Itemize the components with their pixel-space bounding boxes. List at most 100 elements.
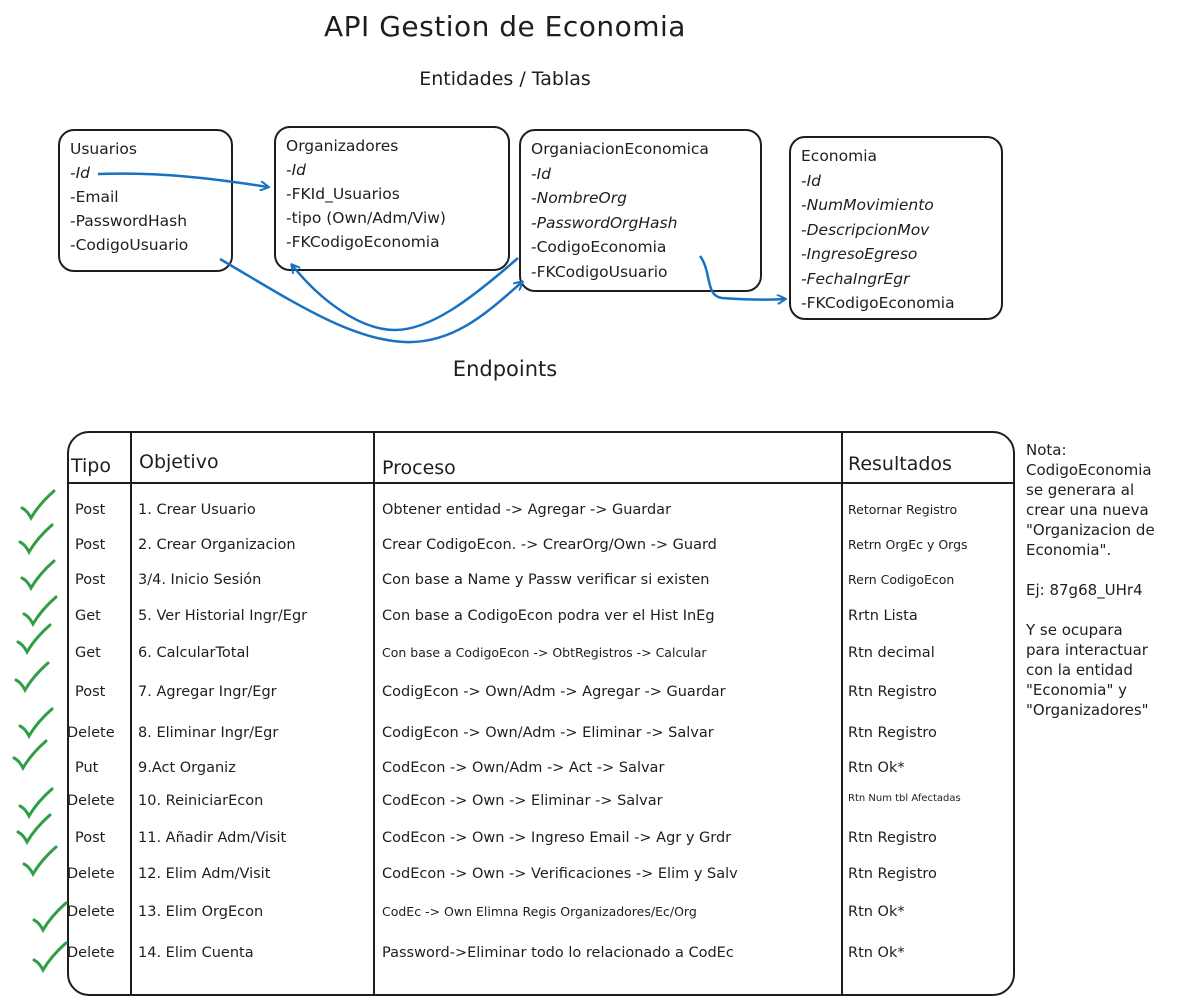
row-tipo: Delete — [67, 945, 115, 961]
entity-field: -NumMovimiento — [801, 196, 934, 214]
column-divider — [841, 431, 843, 994]
row-objetivo: 10. ReiniciarEcon — [138, 793, 264, 809]
entity-name: Usuarios — [70, 140, 137, 158]
row-resultado: Rrtn Lista — [848, 608, 918, 624]
row-objetivo: 1. Crear Usuario — [138, 502, 256, 518]
row-tipo: Delete — [67, 725, 115, 741]
checkmark-icon — [18, 523, 54, 556]
checkmark-icon — [18, 787, 54, 820]
row-objetivo: 13. Elim OrgEcon — [138, 904, 264, 920]
row-objetivo: 6. CalcularTotal — [138, 645, 250, 661]
entity-organiacion-economica[interactable]: OrganiacionEconomica -Id -NombreOrg -Pas… — [519, 129, 762, 292]
endpoints-table — [67, 431, 1015, 996]
row-proceso: CodEcon -> Own -> Verificaciones -> Elim… — [382, 866, 738, 882]
entity-field: -FKCodigoUsuario — [531, 262, 668, 281]
entity-name: OrganiacionEconomica — [531, 140, 709, 158]
row-tipo: Delete — [67, 793, 115, 809]
entity-field: -Id — [286, 161, 307, 179]
row-tipo: Post — [75, 537, 106, 553]
note-line: Nota: — [1026, 441, 1067, 459]
row-objetivo: 5. Ver Historial Ingr/Egr — [138, 608, 308, 624]
arrow-codigousuario-to-organiacion — [219, 257, 522, 344]
row-resultado: Rern CodigoEcon — [848, 572, 955, 587]
checkmark-icon — [20, 489, 56, 522]
column-divider — [373, 431, 375, 996]
checkmark-icon — [18, 707, 54, 740]
row-resultado: Rtn Ok* — [848, 945, 905, 961]
row-objetivo: 3/4. Inicio Sesión — [138, 572, 262, 588]
row-proceso: CodEcon -> Own -> Eliminar -> Salvar — [382, 793, 663, 809]
note-line: "Economia" y — [1026, 681, 1128, 699]
note-line: se generara al — [1026, 481, 1135, 499]
row-resultado: Rtn Registro — [848, 830, 937, 846]
note-line: "Organizadores" — [1026, 701, 1149, 719]
entity-field: -FKCodigoEconomia — [801, 294, 955, 312]
row-proceso: Crear CodigoEcon. -> CrearOrg/Own -> Gua… — [382, 537, 717, 553]
row-objetivo: 12. Elim Adm/Visit — [138, 866, 271, 882]
row-resultado: Retornar Registro — [848, 502, 958, 517]
checkmark-icon — [32, 901, 68, 934]
row-objetivo: 8. Eliminar Ingr/Egr — [138, 725, 279, 741]
checkmark-icon — [14, 661, 50, 694]
row-proceso: Password->Eliminar todo lo relacionado a… — [382, 945, 734, 961]
checkmark-icon — [32, 941, 68, 974]
entity-field: -Id — [70, 164, 91, 182]
entity-usuarios[interactable]: Usuarios -Id -Email -PasswordHash -Codig… — [58, 129, 233, 272]
header-proceso: Proceso — [382, 457, 456, 479]
entity-economia[interactable]: Economia -Id -NumMovimiento -Descripcion… — [789, 136, 1003, 320]
header-resultados: Resultados — [848, 453, 952, 475]
row-objetivo: 11. Añadir Adm/Visit — [138, 830, 287, 846]
row-resultado: Rtn Registro — [848, 684, 937, 700]
side-note: Nota: CodigoEconomia se generara al crea… — [1026, 440, 1191, 720]
row-tipo: Put — [75, 760, 99, 776]
row-proceso: Con base a Name y Passw verificar si exi… — [382, 572, 710, 588]
row-proceso: CodigEcon -> Own/Adm -> Agregar -> Guard… — [382, 684, 726, 700]
checkmark-icon — [16, 813, 52, 846]
note-line: CodigoEconomia — [1026, 461, 1152, 479]
entity-name: Economia — [801, 147, 878, 165]
entity-field: -FKCodigoEconomia — [286, 233, 440, 251]
row-tipo: Delete — [67, 904, 115, 920]
row-proceso: CodEc -> Own Elimna Regis Organizadores/… — [382, 904, 697, 919]
row-resultado: Rtn decimal — [848, 645, 935, 661]
row-objetivo: 9.Act Organiz — [138, 760, 236, 776]
row-resultado: Rtn Registro — [848, 725, 937, 741]
note-line — [1026, 560, 1191, 580]
header-tipo: Tipo — [71, 455, 111, 477]
note-line: "Organizacion de — [1026, 521, 1155, 539]
entity-organizadores[interactable]: Organizadores -Id -FKId_Usuarios -tipo (… — [274, 126, 510, 271]
entity-field: -PasswordOrgHash — [531, 213, 678, 232]
row-tipo: Post — [75, 830, 106, 846]
row-tipo: Get — [75, 645, 101, 661]
entity-field: -tipo (Own/Adm/Viw) — [286, 209, 446, 227]
entity-field: -Id — [531, 164, 552, 183]
row-resultado: Rtn Registro — [848, 866, 937, 882]
entity-field: -PasswordHash — [70, 212, 188, 230]
header-objetivo: Objetivo — [139, 451, 219, 473]
row-tipo: Delete — [67, 866, 115, 882]
note-line: con la entidad — [1026, 661, 1133, 679]
checkmark-icon — [20, 559, 56, 592]
entity-field: -NombreOrg — [531, 189, 627, 207]
entity-field: -IngresoEgreso — [801, 245, 918, 263]
entities-subtitle: Entidades / Tablas — [419, 68, 591, 90]
row-resultado: Rtn Num tbl Afectadas — [848, 793, 961, 804]
note-line: Y se ocupara — [1026, 621, 1123, 639]
row-resultado: Rtn Ok* — [848, 760, 905, 776]
row-objetivo: 14. Elim Cuenta — [138, 945, 254, 961]
note-line: para interactuar — [1026, 641, 1148, 659]
entity-field: -FechaIngrEgr — [801, 269, 910, 288]
note-line: crear una nueva — [1026, 501, 1149, 519]
checkmark-icon — [22, 595, 58, 628]
checkmark-icon — [12, 739, 48, 772]
entity-field: -FKId_Usuarios — [286, 185, 400, 203]
row-tipo: Post — [75, 684, 106, 700]
endpoints-heading: Endpoints — [452, 357, 558, 381]
entity-field: -DescripcionMov — [801, 220, 930, 239]
row-proceso: Con base a CodigoEcon -> ObtRegistros ->… — [382, 645, 707, 660]
row-tipo: Post — [75, 502, 106, 518]
entity-field: -CodigoEconomia — [531, 238, 667, 256]
column-divider — [130, 431, 132, 994]
row-proceso: CodEcon -> Own/Adm -> Act -> Salvar — [382, 760, 665, 776]
note-line — [1026, 600, 1191, 620]
